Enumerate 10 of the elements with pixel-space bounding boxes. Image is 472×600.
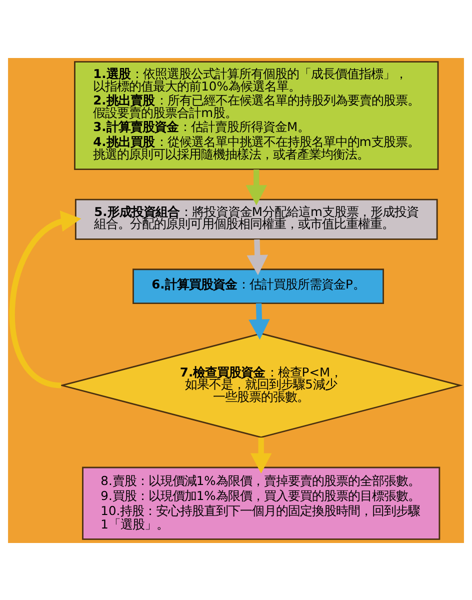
node-diamond: 7.檢查買股資金：檢查P<M，如果不是，就回到步驟5減少一些股票的張數。 [59,332,463,438]
arrow [246,238,268,275]
arrow [248,302,270,340]
arrow [250,437,272,474]
node-box: 6.計算買股資金：估計買股所需資金P。 [132,268,384,304]
node-box: 5.形成投資組合：將投資資金M分配給這m支股票，形成投資組合。分配的原則可用個股相同權重，或市值比重權重。 [74,198,438,240]
node-box: 8.賣股：以現價減1%為限價，賣掉要賣的股票的全部張數。 9.買股：以現價加1%為限價，買入要買的股票的目標張數。 10.持股：安心持股直到下一個月的固定換股時間，回到步驟1「選股」。 [82,466,440,540]
node-box: 1.選股：依照選股公式計算所有個股的「成長價值指標」，以指標的值最大的前10%為候選名單。 2.挑出賣股：所有已經不在候選名單的持股列為要賣的股票。假設要賣的股票合計m股。 3.計算賣股資金：估計賣股所得資金M。 4.挑出買股：從候選名單中挑選不在持股名單中的m支股票。挑選的原則可以採用隨機抽樣法，或者產業均衡法。 [74,60,439,170]
arrow [9,210,82,388]
arrow [246,169,267,205]
